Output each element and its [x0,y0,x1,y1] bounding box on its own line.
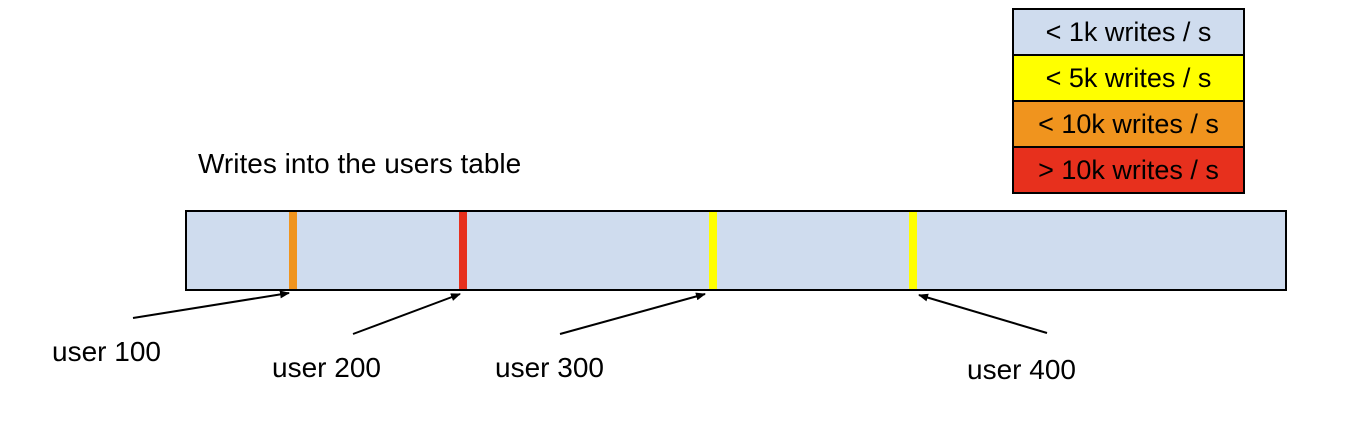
write-hotspot-stripe-user-200 [459,212,467,289]
legend: < 1k writes / s < 5k writes / s < 10k wr… [1012,8,1245,194]
label-user-400: user 400 [967,354,1076,385]
label-user-100: user 100 [52,336,161,367]
legend-item-label: < 10k writes / s [1038,108,1219,139]
write-hotspot-stripe-user-100 [289,212,297,289]
legend-item: < 10k writes / s [1012,100,1245,148]
legend-item: > 10k writes / s [1012,146,1245,194]
label-user-300: user 300 [495,352,604,383]
legend-item-label: < 1k writes / s [1045,16,1212,47]
arrow-user-200 [352,293,461,335]
arrow-user-300 [559,292,706,335]
label-user-200: user 200 [272,352,381,383]
legend-item-label: < 5k writes / s [1045,62,1212,93]
users-table-band [185,210,1287,291]
arrow-user-100 [132,290,290,319]
write-hotspot-stripe-user-300 [709,212,717,289]
legend-item: < 1k writes / s [1012,8,1245,56]
legend-item-label: > 10k writes / s [1038,154,1219,185]
arrow-user-400 [918,293,1048,334]
diagram-title: Writes into the users table [198,148,522,179]
write-hotspot-stripe-user-400 [909,212,917,289]
legend-item: < 5k writes / s [1012,54,1245,102]
